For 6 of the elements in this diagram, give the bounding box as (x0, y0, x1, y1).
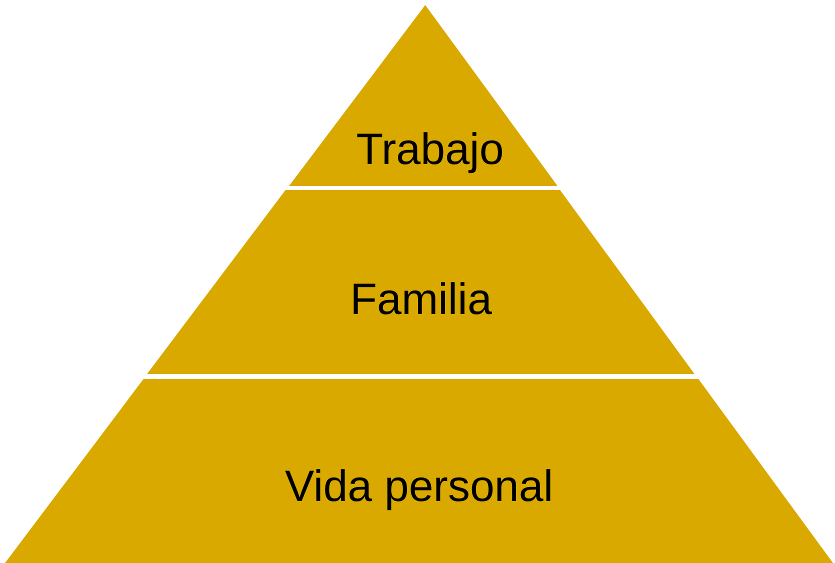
pyramid-tier (288, 5, 558, 186)
pyramid-tier (5, 379, 833, 563)
tier-label: Trabajo (356, 125, 504, 174)
pyramid-tier (147, 190, 695, 374)
tier-label: Familia (350, 275, 492, 324)
tier-label: Vida personal (284, 462, 554, 511)
